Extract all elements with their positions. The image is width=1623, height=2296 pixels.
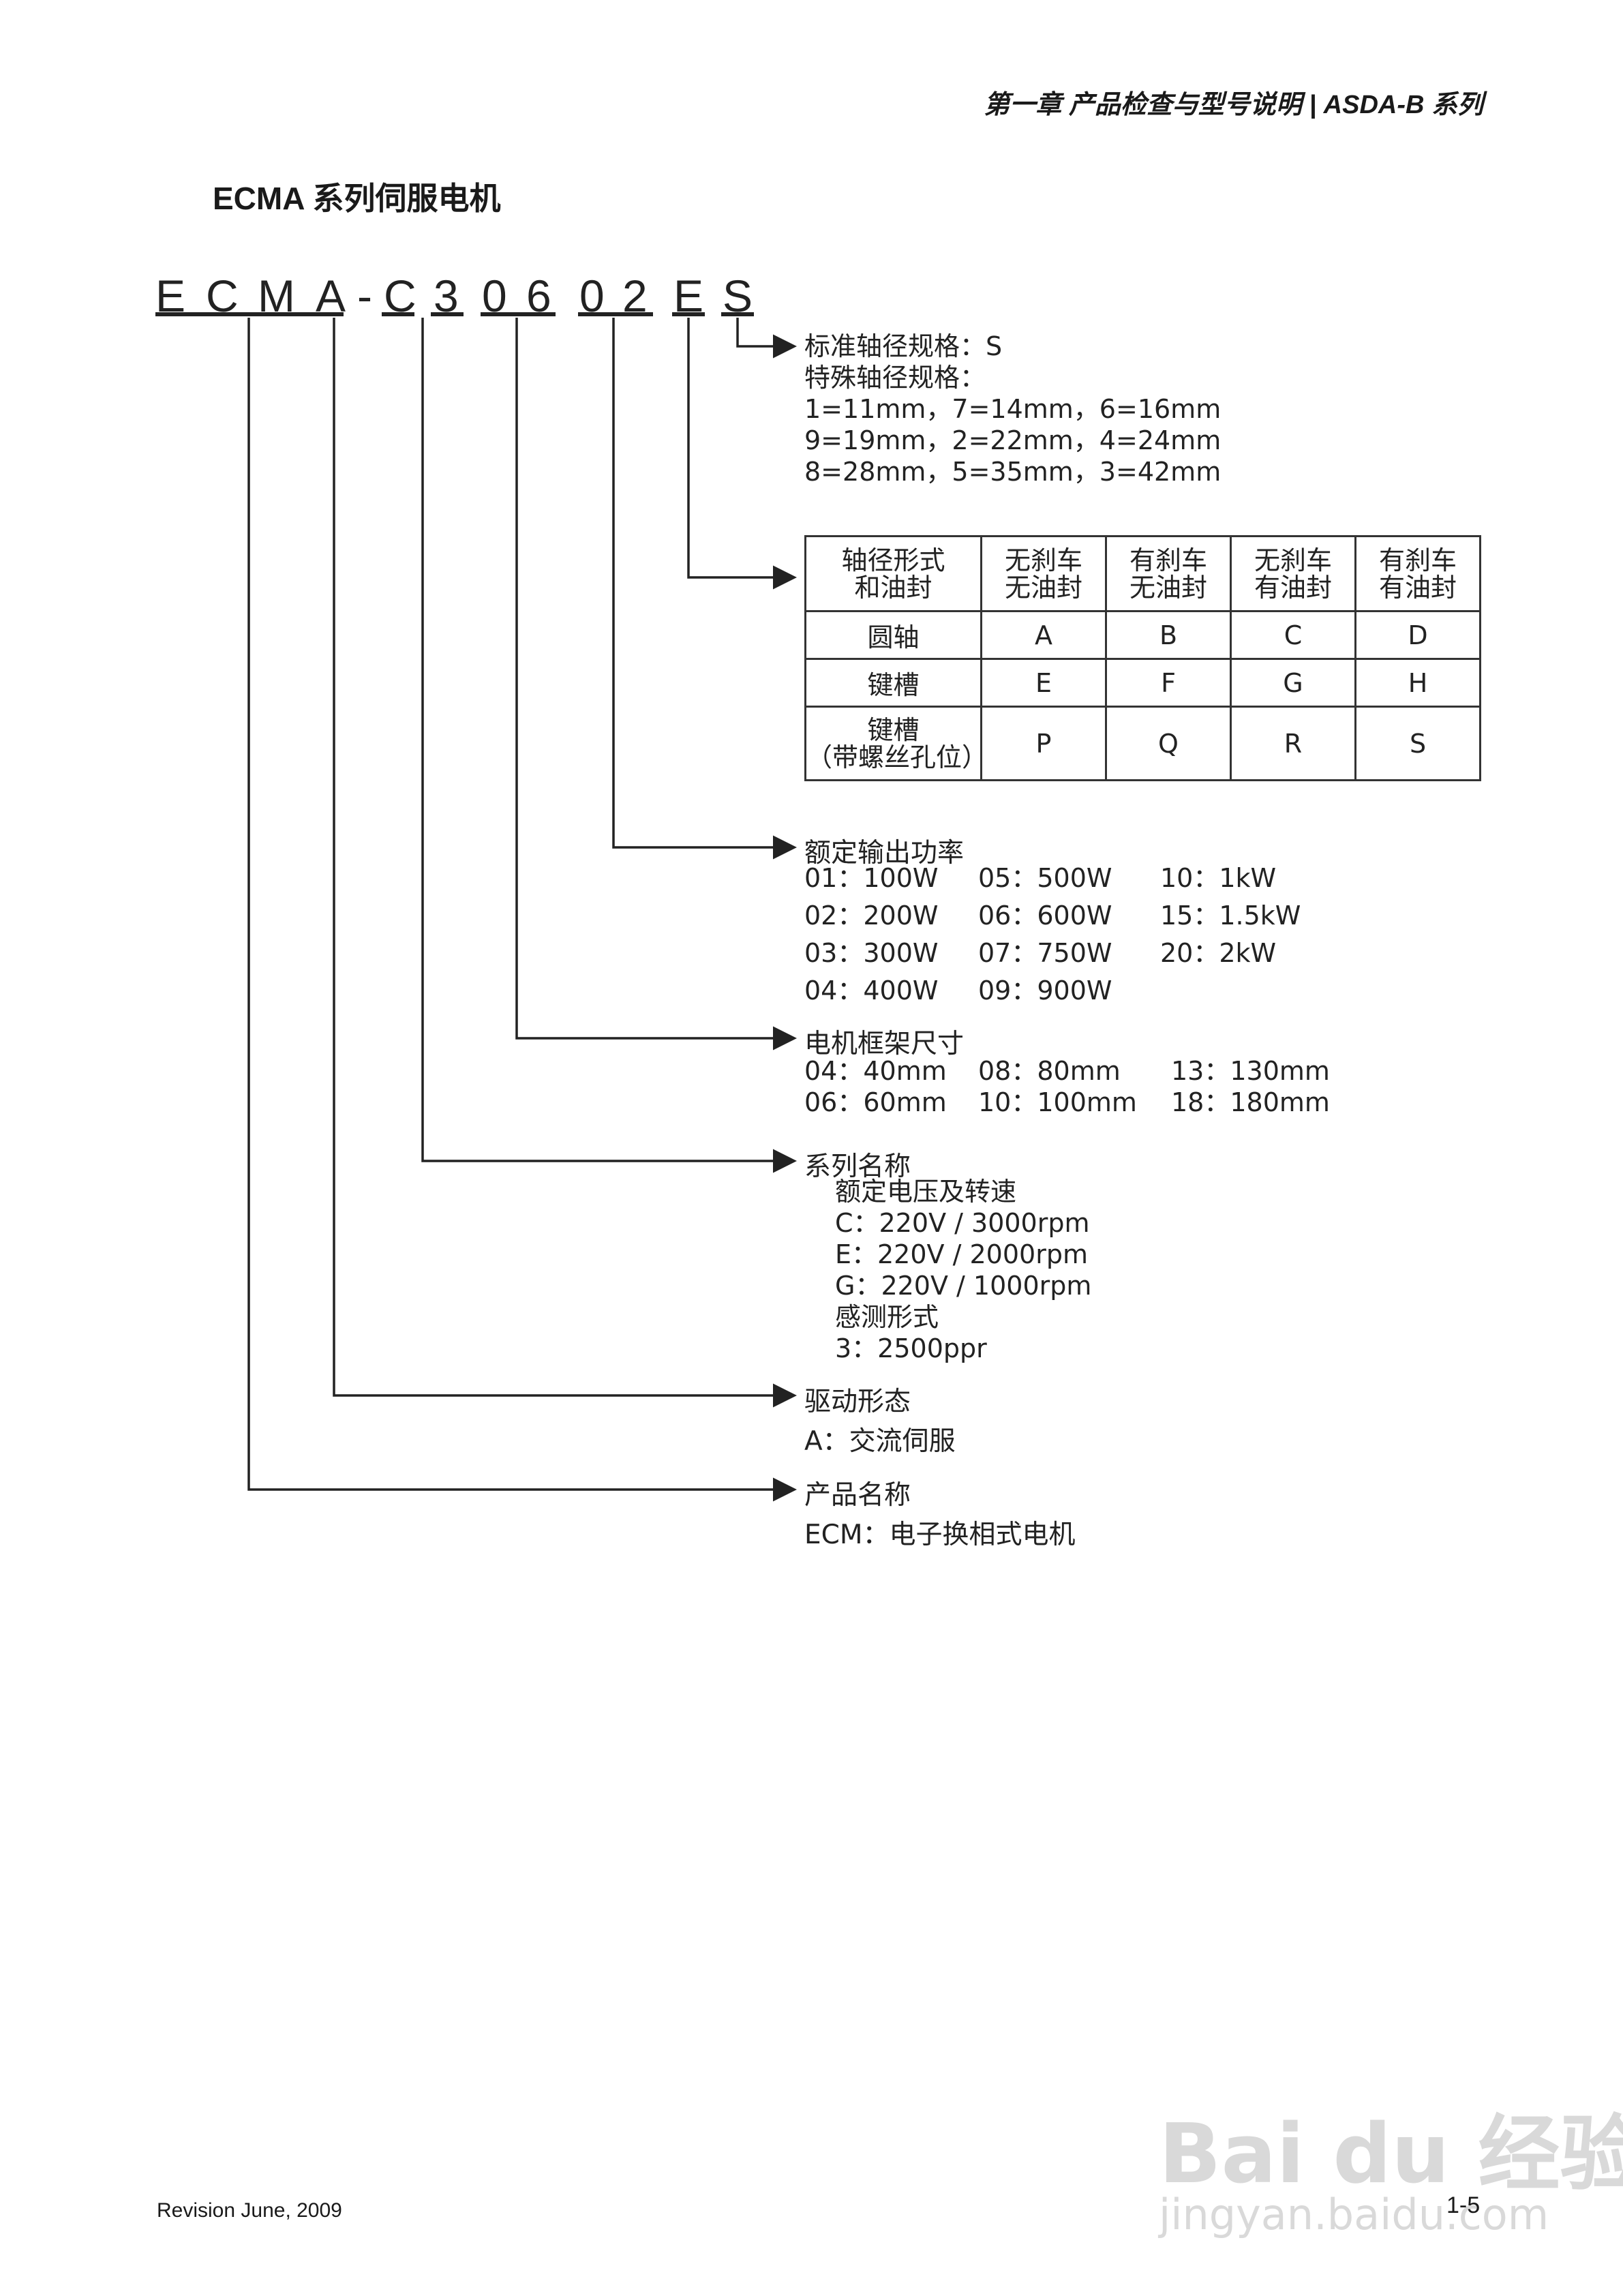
frame-title: 电机框架尺寸	[804, 1029, 965, 1059]
frame-item: 18：180mm	[1171, 1087, 1330, 1117]
baidu-watermark-logo: Bai du 经验	[1159, 2107, 1623, 2202]
table-cell: E	[980, 658, 1107, 708]
table-header-row: 轴径形式 和油封 无刹车 无油封 有刹车 无油封 无刹车 有油封 有刹车 有油封	[804, 535, 1481, 612]
table-header-cell: 无刹车 无油封	[980, 535, 1107, 612]
leader-drive	[333, 318, 797, 1408]
underline-shaft-dia	[721, 312, 754, 316]
table-header-cell: 有刹车 无油封	[1105, 535, 1232, 612]
series-g: G：220V / 1000rpm	[835, 1271, 1092, 1301]
table-cell: S	[1354, 706, 1481, 781]
table-cell: P	[980, 706, 1107, 781]
underline-power	[578, 312, 653, 316]
page-number: 1-5	[1446, 2192, 1481, 2218]
table-row: 圆轴 A B C D	[804, 610, 1481, 660]
table-header-cell: 有刹车 有油封	[1354, 535, 1481, 612]
power-item: 05：500W	[978, 863, 1112, 893]
drive-title: 驱动形态	[804, 1387, 911, 1417]
table-cell: 圆轴	[804, 610, 982, 660]
shaft-special-line2: 9=19mm，2=22mm，4=24mm	[804, 425, 1222, 455]
baidu-watermark-url: jingyan.baidu.com	[1159, 2190, 1549, 2239]
power-item: 03：300W	[804, 938, 939, 968]
shaft-type-table: 轴径形式 和油封 无刹车 无油封 有刹车 无油封 无刹车 有油封 有刹车 有油封…	[804, 535, 1481, 781]
series-title: 系列名称	[804, 1151, 911, 1182]
shaft-standard: 标准轴径规格：S	[804, 331, 1003, 361]
frame-item: 04：40mm	[804, 1056, 947, 1086]
table-cell: F	[1105, 658, 1232, 708]
leader-frame	[515, 318, 797, 1051]
underline-shaft	[672, 312, 705, 316]
table-cell: C	[1230, 610, 1356, 660]
power-item: 04：400W	[804, 976, 939, 1006]
leader-product	[247, 318, 797, 1502]
model-char-dash: -	[357, 271, 372, 321]
power-title: 额定输出功率	[804, 838, 965, 868]
drive-value: A：交流伺服	[804, 1426, 956, 1457]
table-cell: 键槽	[804, 658, 982, 708]
series-encoder: 3：2500ppr	[835, 1333, 987, 1363]
series-voltage-title: 额定电压及转速	[835, 1177, 1017, 1207]
series-e: E：220V / 2000rpm	[835, 1239, 1088, 1269]
table-header-cell: 轴径形式 和油封	[804, 535, 982, 612]
leader-series	[421, 318, 797, 1173]
product-value: ECM：电子换相式电机	[804, 1520, 1076, 1550]
leader-power	[612, 318, 797, 860]
section-title: ECMA 系列伺服电机	[213, 181, 501, 216]
series-encoder-title: 感测形式	[835, 1302, 939, 1332]
frame-item: 06：60mm	[804, 1087, 947, 1117]
underline-frame	[481, 312, 556, 316]
table-cell: 键槽 （带螺丝孔位）	[804, 706, 988, 781]
underline-product	[155, 312, 333, 316]
underline-encoder	[431, 312, 464, 316]
table-row: 键槽 （带螺丝孔位） P Q R S	[804, 706, 1481, 781]
power-item: 10：1kW	[1160, 863, 1277, 893]
table-cell: G	[1230, 658, 1356, 708]
table-cell: D	[1354, 610, 1481, 660]
table-cell: A	[980, 610, 1107, 660]
table-cell: B	[1105, 610, 1232, 660]
table-cell: H	[1354, 658, 1481, 708]
footer-revision: Revision June, 2009	[157, 2199, 342, 2222]
table-row: 键槽 E F G H	[804, 658, 1481, 708]
underline-series	[382, 312, 414, 316]
frame-item: 13：130mm	[1171, 1056, 1330, 1086]
leader-shaft-dia	[736, 318, 797, 359]
underline-drive	[312, 312, 344, 316]
shaft-special-line1: 1=11mm，7=14mm，6=16mm	[804, 394, 1222, 424]
product-title: 产品名称	[804, 1480, 911, 1511]
frame-item: 10：100mm	[978, 1087, 1137, 1117]
power-item: 06：600W	[978, 901, 1112, 931]
power-item: 15：1.5kW	[1160, 901, 1301, 931]
shaft-special-line3: 8=28mm，5=35mm，3=42mm	[804, 457, 1222, 487]
table-header-cell: 无刹车 有油封	[1230, 535, 1356, 612]
table-cell: Q	[1105, 706, 1232, 781]
series-c: C：220V / 3000rpm	[835, 1208, 1090, 1238]
shaft-special-title: 特殊轴径规格：	[804, 363, 986, 393]
power-item: 09：900W	[978, 976, 1112, 1006]
power-item: 01：100W	[804, 863, 939, 893]
table-cell: R	[1230, 706, 1356, 781]
power-item: 07：750W	[978, 938, 1112, 968]
chapter-header: 第一章 产品检查与型号说明 | ASDA-B 系列	[984, 91, 1483, 119]
leader-shaft-type	[687, 318, 797, 590]
power-item: 02：200W	[804, 901, 939, 931]
power-item: 20：2kW	[1160, 938, 1277, 968]
frame-item: 08：80mm	[978, 1056, 1121, 1086]
